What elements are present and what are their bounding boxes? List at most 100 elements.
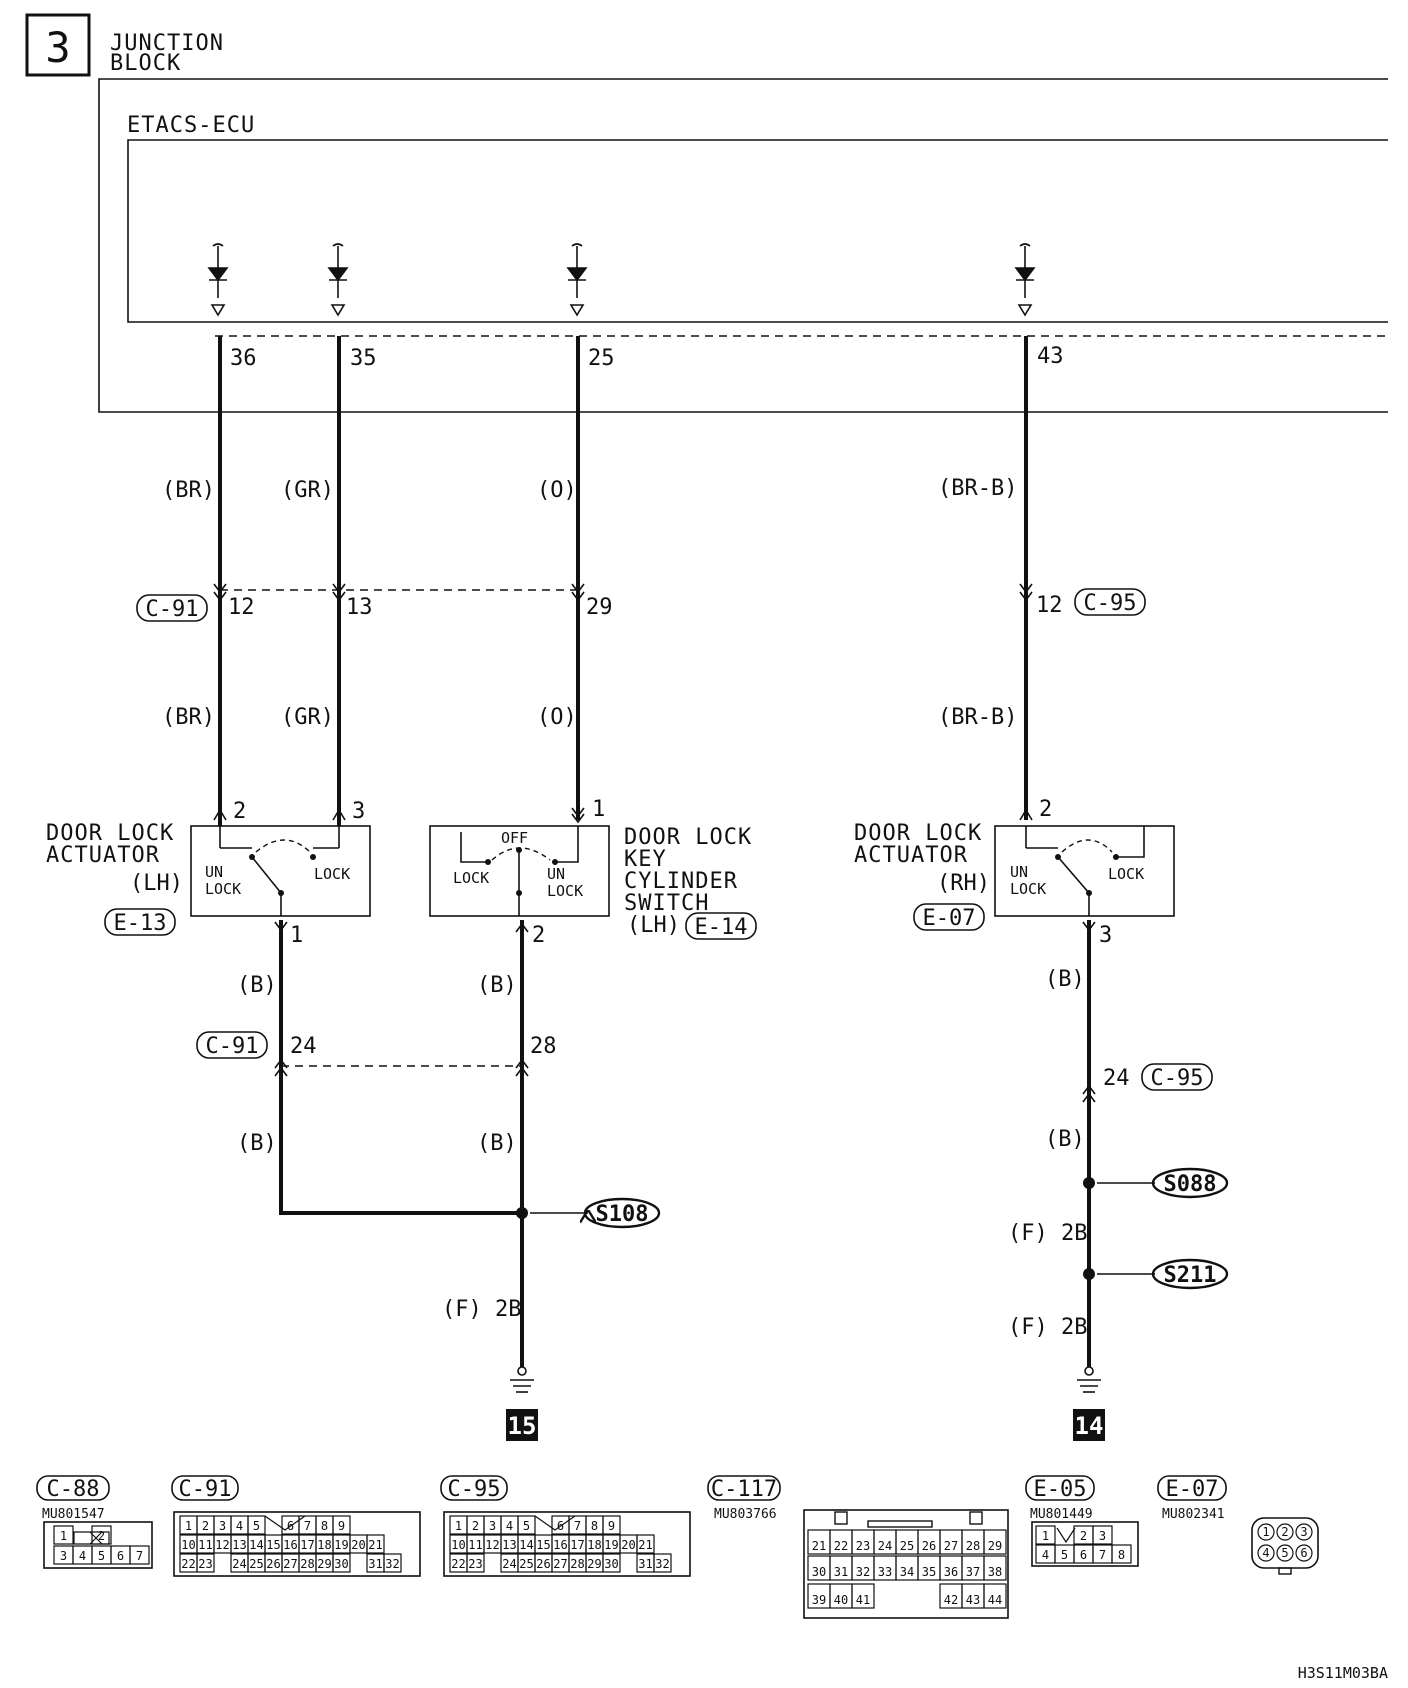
c91-pin-number: 23 xyxy=(198,1557,212,1571)
e07-cavity xyxy=(1295,1544,1313,1562)
door-lock-actuator-rh: UN LOCK LOCK xyxy=(994,825,1175,917)
c117-pin-number: 30 xyxy=(812,1565,826,1579)
wire-b-4: (B) xyxy=(237,1131,277,1156)
c91-pin-number: 3 xyxy=(219,1519,226,1533)
c117-pin-number: 21 xyxy=(812,1539,826,1553)
c91-pin-number: 17 xyxy=(300,1538,314,1552)
c95-cavity xyxy=(636,1534,655,1554)
c91-pin-number: 28 xyxy=(300,1557,314,1571)
c95-cavity xyxy=(466,1553,485,1573)
wire-b-2: (B) xyxy=(477,973,517,998)
c91-pin-number: 20 xyxy=(351,1538,365,1552)
wire-color-brb-mid: (BR-B) xyxy=(938,705,1017,730)
c88-label: C-88 xyxy=(36,1475,110,1502)
e07-cavity xyxy=(1276,1523,1294,1541)
key-cyl-pin-1: 1 xyxy=(592,797,605,822)
svg-text:UN: UN xyxy=(205,863,223,881)
c91-key xyxy=(264,1515,306,1531)
wire-b-lh xyxy=(279,920,522,1215)
c95-pin-number: 21 xyxy=(638,1538,652,1552)
c95-pin-number: 23 xyxy=(468,1557,482,1571)
key-cylinder-switch-lh: OFF LOCK UN LOCK xyxy=(429,825,610,917)
c91-pin-number: 12 xyxy=(215,1538,229,1552)
c117-pin-number: 34 xyxy=(900,1565,914,1579)
c91-cavity xyxy=(383,1553,402,1573)
e13-label: E-13 xyxy=(104,908,176,936)
c88-pin-number: 5 xyxy=(98,1549,105,1563)
c95-pin-24: 24 xyxy=(1103,1066,1130,1091)
e05-key xyxy=(1056,1527,1076,1544)
wire-color-gr-mid: (GR) xyxy=(281,705,334,730)
svg-text:LOCK: LOCK xyxy=(1010,880,1046,898)
c91-pin-number: 1 xyxy=(185,1519,192,1533)
c95-pin-number: 15 xyxy=(536,1538,550,1552)
c117-pin-number: 28 xyxy=(966,1539,980,1553)
c91-pin-number: 2 xyxy=(202,1519,209,1533)
c88-pin-number: 4 xyxy=(79,1549,86,1563)
key-cyl-label-4: SWITCH xyxy=(624,891,709,916)
c117-pin-number: 35 xyxy=(922,1565,936,1579)
e07-pin-number: 3 xyxy=(1300,1525,1307,1539)
splice-s088-label: S088 xyxy=(1151,1167,1229,1199)
actuator-lh-label-1: DOOR LOCK xyxy=(46,821,174,846)
c95-pin-number: 12 xyxy=(485,1538,499,1552)
c95-pin-number: 10 xyxy=(451,1538,465,1552)
wire-color-brb-top: (BR-B) xyxy=(938,476,1017,501)
c91-cavity xyxy=(332,1515,351,1535)
svg-text:C-95: C-95 xyxy=(1084,591,1137,616)
svg-text:S088: S088 xyxy=(1164,1172,1217,1197)
c88-pin-number: 2 xyxy=(98,1529,105,1543)
svg-text:E-07: E-07 xyxy=(923,906,976,931)
svg-text:C-88: C-88 xyxy=(47,1477,100,1502)
c117-pin-number: 38 xyxy=(988,1565,1002,1579)
page-number-box: 3 xyxy=(25,13,91,77)
e05-pin-number: 5 xyxy=(1061,1548,1068,1562)
c95-cavity xyxy=(602,1515,621,1535)
c95-bottom-label: C-95 xyxy=(1141,1063,1213,1091)
e05-pin-number: 1 xyxy=(1042,1529,1049,1543)
wire-f2b-3: (F) 2B xyxy=(1008,1315,1087,1340)
wire-color-o-top: (O) xyxy=(537,478,577,503)
c95-pin-number: 7 xyxy=(574,1519,581,1533)
c91-cavity xyxy=(332,1553,351,1573)
c91-pin-number: 10 xyxy=(181,1538,195,1552)
c95-pin-number: 24 xyxy=(502,1557,516,1571)
splice-dot-s211 xyxy=(1083,1268,1095,1280)
c91-pin-number: 7 xyxy=(304,1519,311,1533)
svg-text:UN: UN xyxy=(547,865,565,883)
svg-text:C-91: C-91 xyxy=(179,1477,232,1502)
c117-label: C-117 xyxy=(707,1475,781,1502)
actuator-lh-label-3: (LH) xyxy=(130,871,183,896)
c91-pin-number: 21 xyxy=(368,1538,382,1552)
svg-text:S211: S211 xyxy=(1164,1263,1217,1288)
diode-pin25 xyxy=(566,243,588,317)
svg-text:E-07: E-07 xyxy=(1166,1477,1219,1502)
svg-text:C-95: C-95 xyxy=(1151,1066,1204,1091)
ecu-pin-25: 25 xyxy=(588,346,615,371)
c91-pin-number: 22 xyxy=(181,1557,195,1571)
c95-pin-number: 5 xyxy=(523,1519,530,1533)
c88-key xyxy=(73,1531,110,1545)
c95-pin-number: 17 xyxy=(570,1538,584,1552)
c91-face-label: C-91 xyxy=(171,1475,239,1502)
c117-pin-number: 40 xyxy=(834,1593,848,1607)
c117-pin-number: 27 xyxy=(944,1539,958,1553)
svg-text:E-14: E-14 xyxy=(695,915,748,940)
c95-cavity xyxy=(653,1553,672,1573)
junction-block-outline xyxy=(98,78,1388,413)
c117-cavity xyxy=(851,1583,875,1609)
c95-pin-number: 20 xyxy=(621,1538,635,1552)
c117-cavity xyxy=(983,1555,1007,1581)
key-cyl-label-1: DOOR LOCK xyxy=(624,825,752,850)
e07-face-label: E-07 xyxy=(1157,1475,1227,1502)
c91-pin-number: 29 xyxy=(317,1557,331,1571)
c95-pin-number: 27 xyxy=(553,1557,567,1571)
connector-marks-top xyxy=(213,583,1033,602)
page-number: 3 xyxy=(45,23,70,72)
e05-part-number: MU801449 xyxy=(1030,1507,1093,1522)
wire-f2b-2: (F) 2B xyxy=(1008,1221,1087,1246)
e07-label-diagram: E-07 xyxy=(913,903,985,931)
